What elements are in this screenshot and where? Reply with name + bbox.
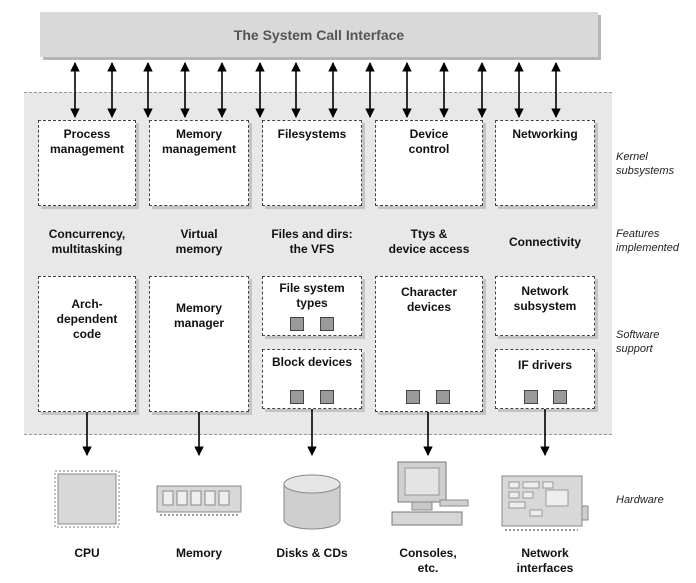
subsystem-label: Memory management [161, 127, 237, 156]
feature-concurrency: Concurrency, multitasking [48, 227, 126, 256]
memory-stick-icon [156, 485, 242, 516]
system-call-interface-label: The System Call Interface [233, 26, 405, 43]
memory-manager-box: Memory manager [149, 276, 249, 412]
syscall-arrows [70, 62, 561, 118]
driver-module-icon [524, 390, 538, 404]
subsystem-process-management: Process management [38, 120, 136, 206]
driver-module-icon [553, 390, 567, 404]
subsystem-filesystems: Filesystems [262, 120, 362, 206]
file-system-types-box: File system types [262, 276, 362, 336]
hardware-label-network: Network interfaces [516, 546, 574, 575]
block-devices-label: Block devices [271, 355, 353, 369]
subsystem-memory-management: Memory management [149, 120, 249, 206]
arch-dependent-code-box: Arch- dependent code [38, 276, 136, 412]
cpu-icon [54, 470, 120, 528]
driver-module-icon [290, 390, 304, 404]
hardware-label-disks: Disks & CDs [276, 546, 348, 560]
if-drivers-box: IF drivers [495, 349, 595, 409]
network-subsystem-box: Network subsystem [495, 276, 595, 336]
side-label-hardware: Hardware [616, 494, 664, 506]
memory-manager-label: Memory manager [173, 301, 225, 330]
arch-dependent-code-label: Arch- dependent code [56, 297, 118, 341]
if-drivers-label: IF drivers [517, 358, 573, 372]
side-label-features-implemented: Features implemented [616, 228, 679, 254]
subsystem-label: Filesystems [277, 127, 347, 141]
driver-module-icon [320, 390, 334, 404]
driver-module-icon [290, 317, 304, 331]
subsystem-networking: Networking [495, 120, 595, 206]
network-card-icon [501, 475, 589, 531]
subsystem-label: Networking [512, 127, 578, 141]
feature-tty-device-access: Ttys & device access [388, 227, 470, 256]
feature-vfs: Files and dirs: the VFS [271, 227, 353, 256]
hardware-label-consoles: Consoles, etc. [399, 546, 457, 575]
console-computer-icon [391, 461, 469, 526]
block-devices-box: Block devices [262, 349, 362, 409]
driver-module-icon [436, 390, 450, 404]
driver-module-icon [320, 317, 334, 331]
file-system-types-label: File system types [279, 281, 345, 310]
character-devices-box: Character devices [375, 276, 483, 412]
subsystem-label: Process management [49, 127, 125, 156]
hardware-arrows [82, 409, 550, 456]
subsystem-device-control: Device control [375, 120, 483, 206]
hardware-label-cpu: CPU [74, 546, 100, 560]
system-call-interface: The System Call Interface [40, 12, 598, 57]
disk-cylinder-icon [283, 474, 341, 530]
feature-connectivity: Connectivity [508, 235, 581, 249]
subsystem-label: Device control [408, 127, 450, 156]
side-label-software-support: Software support [616, 329, 660, 355]
character-devices-label: Character devices [400, 285, 458, 314]
side-label-kernel-subsystems: Kernel subsystems [616, 151, 675, 177]
network-subsystem-label: Network subsystem [513, 284, 577, 313]
driver-module-icon [406, 390, 420, 404]
feature-virtual-memory: Virtual memory [175, 227, 223, 256]
hardware-label-memory: Memory [175, 546, 222, 560]
